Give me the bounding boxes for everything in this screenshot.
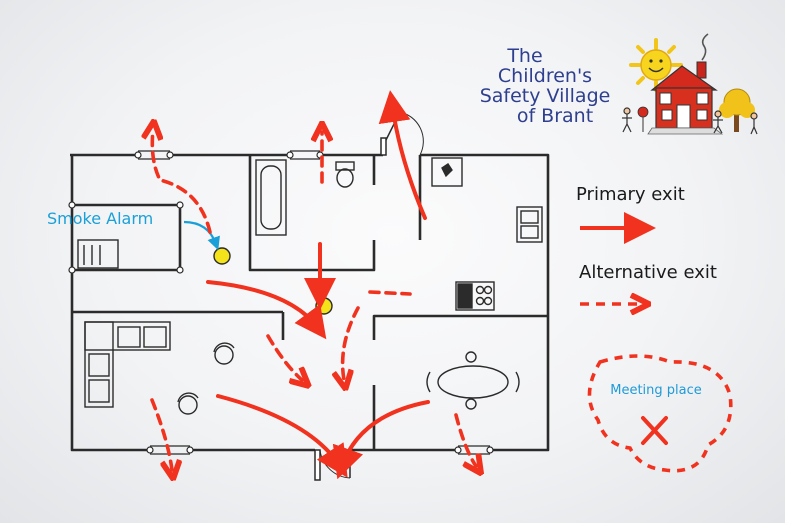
- smoke-alarm-icon-2: [315, 297, 333, 315]
- alt-exit-living-top: [266, 334, 302, 380]
- armchair-icon-2: [177, 392, 199, 415]
- alt-exit-living-window: [150, 398, 172, 470]
- primary-exit-arrow-kitchen: [378, 90, 427, 220]
- meeting-place-label: Meeting place: [610, 383, 702, 398]
- logo-line-3: Safety Village: [480, 85, 611, 107]
- legend: Primary exit Alternative exit: [576, 184, 717, 304]
- logo-line-2: Children's: [498, 65, 592, 87]
- kids-icon: [622, 107, 758, 135]
- furniture: [77, 157, 543, 415]
- alt-exit-dining-window: [454, 413, 476, 466]
- chimney-smoke-icon: [701, 33, 709, 61]
- logo-line-4: of Brant: [517, 105, 593, 127]
- stop-sign-icon: [637, 106, 649, 132]
- dining-table-icon: [426, 351, 520, 410]
- meeting-place-x-icon: [641, 416, 668, 445]
- window-marks: [68, 150, 494, 455]
- alt-exit-hall-dash: [368, 290, 412, 296]
- primary-exit-arrow-living: [216, 394, 348, 478]
- meeting-place-outline: [587, 354, 733, 473]
- armchair-icon: [213, 342, 235, 365]
- sofa-icon: [84, 321, 171, 408]
- bed-icon: [77, 239, 119, 269]
- alt-exit-bedroom: [152, 130, 212, 234]
- sink-icon: [516, 206, 543, 243]
- legend-primary-label: Primary exit: [576, 184, 685, 205]
- logo-line-1: The: [506, 45, 542, 67]
- bathtub-icon: [255, 159, 287, 236]
- tree-icon: [719, 88, 755, 132]
- alternative-exit-routes: [152, 130, 476, 470]
- alt-exit-hall: [343, 306, 360, 380]
- legend-alternative-label: Alternative exit: [579, 262, 717, 283]
- red-house-icon: [647, 61, 724, 135]
- primary-exit-routes: [206, 90, 430, 480]
- fridge-icon: [431, 157, 463, 187]
- toilet-icon: [335, 161, 355, 188]
- primary-exit-arrow-bedroom: [206, 280, 327, 340]
- logo-title: The Children's Safety Village of Brant: [480, 45, 611, 127]
- primary-exit-arrow-dining: [332, 400, 430, 480]
- stove-icon: [455, 281, 495, 311]
- logo-artwork-icon: [622, 33, 758, 135]
- smoke-alarm-icon: [213, 247, 231, 265]
- smoke-alarm-pointer: [183, 220, 220, 251]
- smoke-alarm-label: Smoke Alarm: [47, 209, 153, 228]
- meeting-place: Meeting place: [587, 354, 733, 473]
- house-walls: [70, 153, 550, 452]
